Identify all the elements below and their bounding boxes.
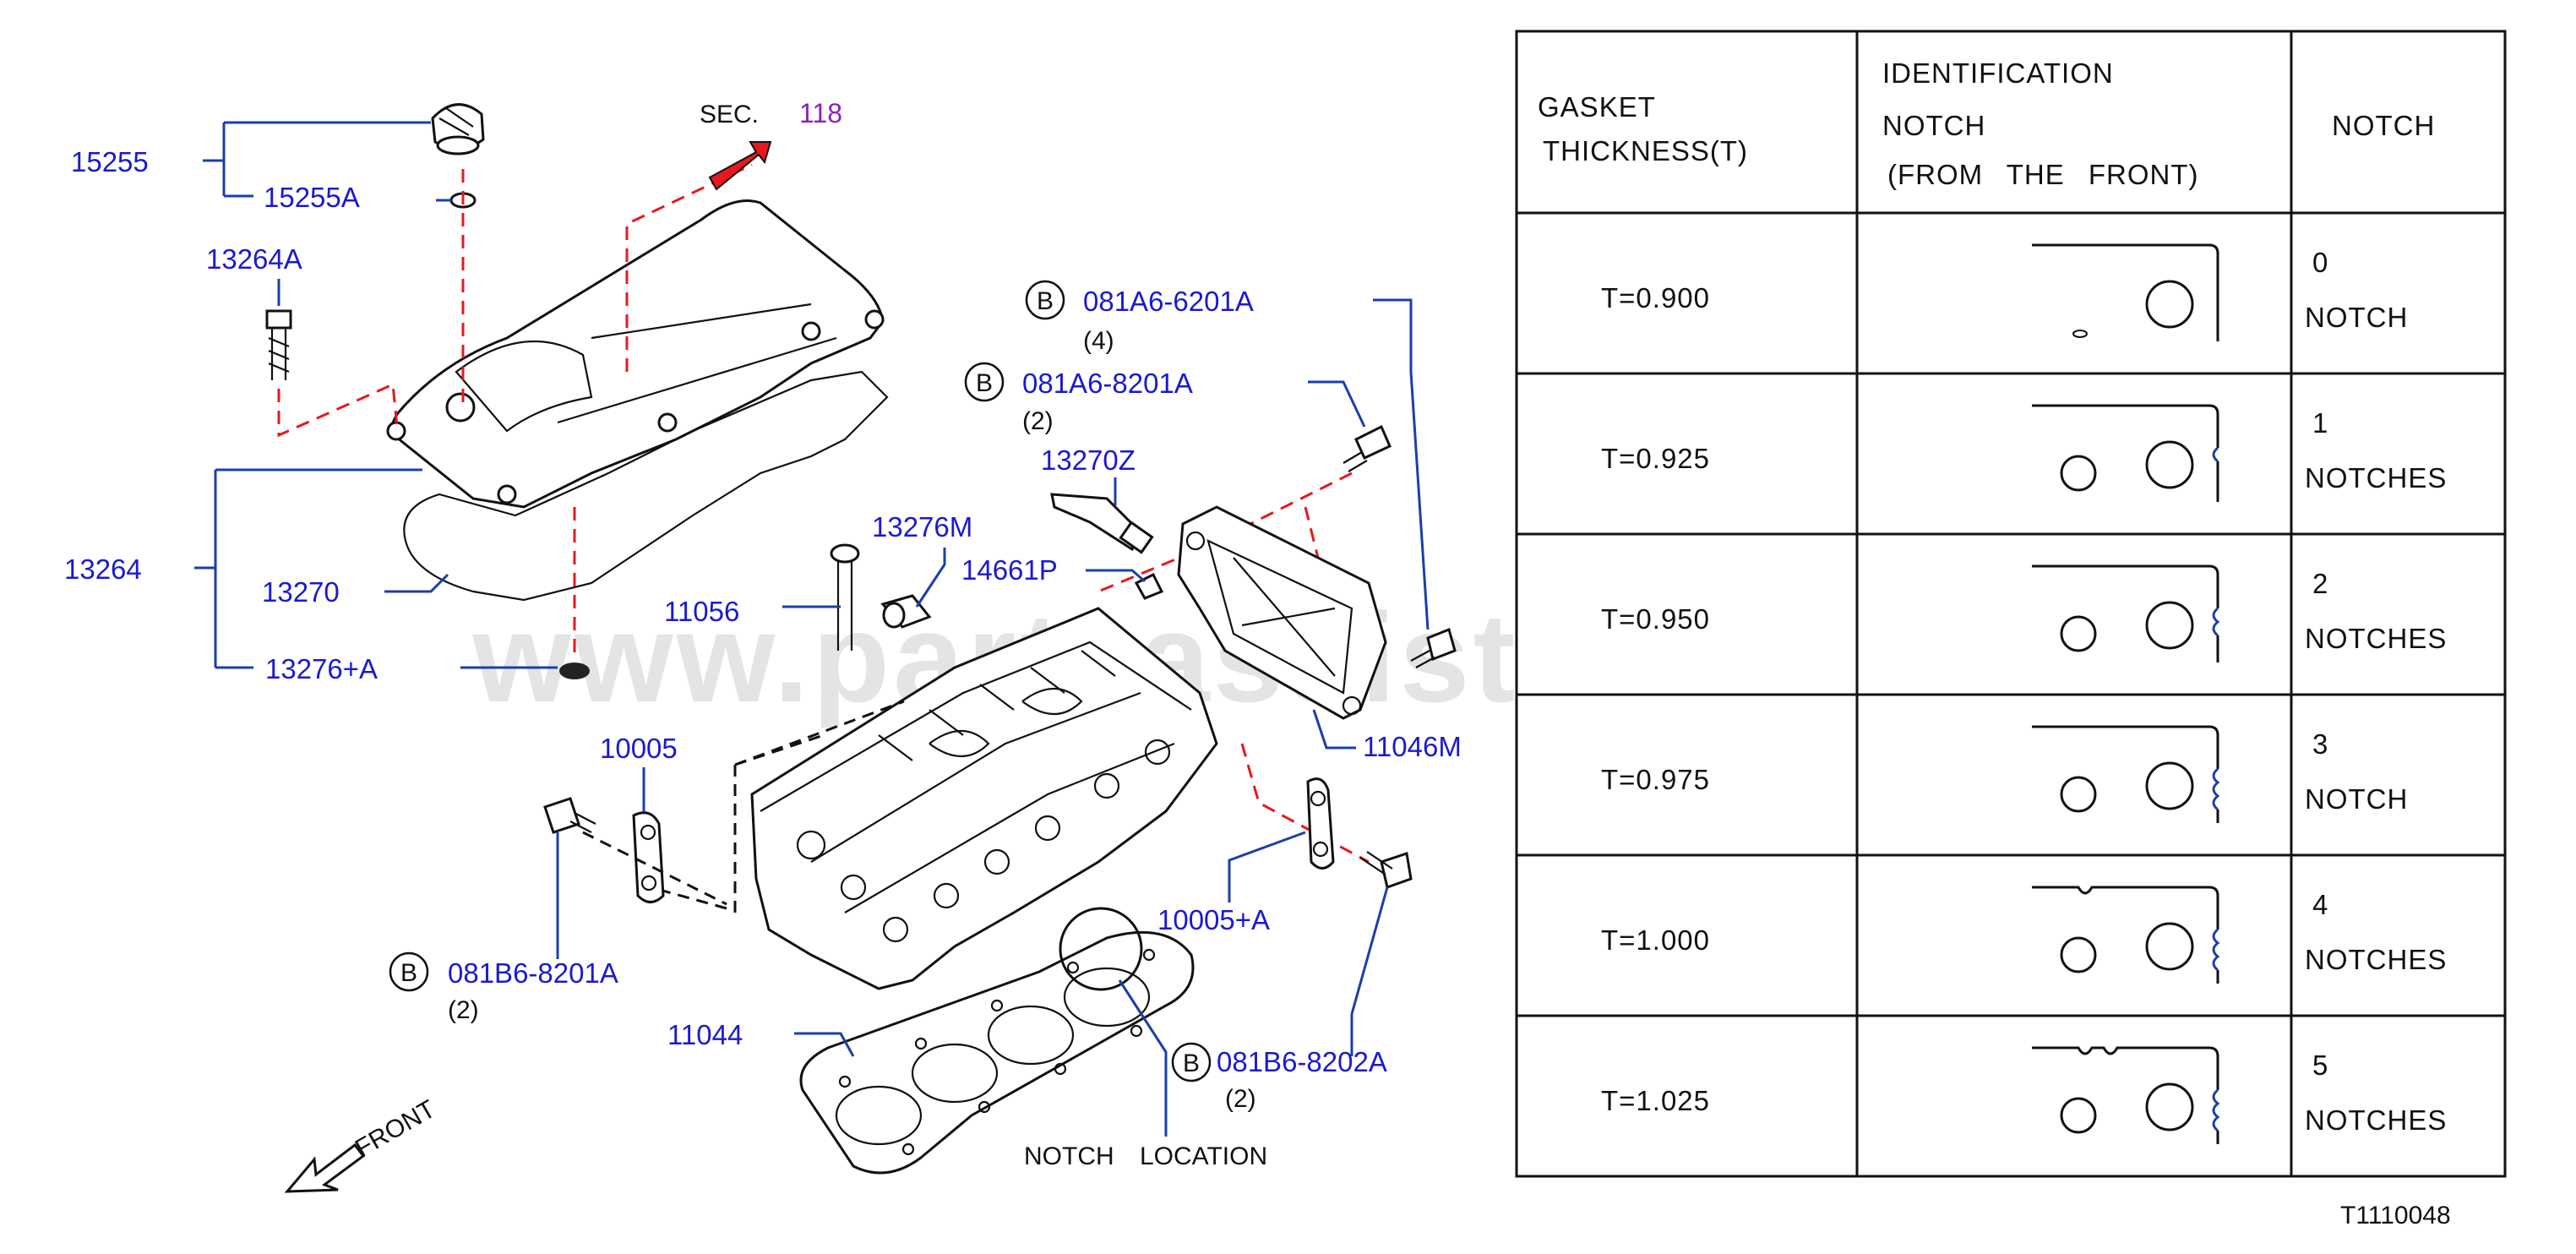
- qty-081b6-8202a: (2): [1225, 1085, 1256, 1113]
- notch-illustration: [2032, 886, 2220, 984]
- gasket-notch-table: GASKET THICKNESS(T) IDENTIFICATION NOTCH…: [1515, 30, 2507, 1178]
- head-gasket-11044: [799, 930, 1195, 1175]
- bolt-callout-081b6-8202a[interactable]: B 081B6-8202A (2): [1171, 1042, 1387, 1113]
- thickness-value: T=1.000: [1601, 924, 1710, 956]
- header-from-the-front: (FROM THE FRONT): [1887, 159, 2199, 190]
- notch-count-unit: NOTCHES: [2305, 944, 2447, 975]
- section-prefix: SEC.: [700, 101, 759, 128]
- notch-illustration: [2032, 404, 2219, 502]
- label-15255[interactable]: 15255: [71, 146, 149, 177]
- notch-count-unit: NOTCHES: [2305, 1104, 2447, 1136]
- label-11044[interactable]: 11044: [667, 1019, 743, 1050]
- qty-081a6-8201a: (2): [1022, 407, 1054, 435]
- label-11046m[interactable]: 11046M: [1363, 731, 1462, 762]
- thickness-value: T=1.025: [1601, 1085, 1710, 1116]
- notch-count-unit: NOTCH: [2305, 783, 2408, 815]
- sensor-13270z: [1050, 493, 1154, 554]
- bracket-11046m: [1177, 505, 1387, 720]
- label-10005[interactable]: 10005: [600, 733, 678, 764]
- label-11056[interactable]: 11056: [664, 596, 739, 627]
- label-13264a[interactable]: 13264A: [206, 243, 302, 275]
- notch-count: 3: [2312, 728, 2328, 760]
- front-label: FRONT: [351, 1095, 440, 1163]
- rocker-cover-gasket: [403, 370, 889, 602]
- header-thickness: THICKNESS(T): [1543, 135, 1748, 166]
- notch-count: 0: [2312, 247, 2328, 278]
- label-10005a[interactable]: 10005+A: [1157, 904, 1270, 935]
- gasket-10005: [632, 811, 665, 903]
- bolt-081a6-8201a: [1342, 424, 1391, 472]
- bolt-symbol: B: [400, 959, 417, 987]
- label-15255a[interactable]: 15255A: [264, 182, 360, 213]
- label-081a6-6201a[interactable]: 081A6-6201A: [1083, 286, 1254, 317]
- header-identification: IDENTIFICATION: [1882, 57, 2114, 89]
- bolt-13264a: [265, 309, 292, 380]
- notch-illustration: [2032, 564, 2220, 662]
- front-arrow-icon: [284, 1142, 366, 1193]
- section-arrow-icon: [708, 141, 772, 191]
- notch-location-label: NOTCH LOCATION: [1024, 1142, 1267, 1170]
- qty-081a6-6201a: (4): [1083, 327, 1114, 355]
- header-gasket: GASKET: [1538, 91, 1656, 123]
- notch-illustration: [2032, 725, 2220, 823]
- bolt-callout-081a6-6201a[interactable]: B 081A6-6201A (4): [1025, 280, 1254, 355]
- bolt-081a6-6201a: [1410, 627, 1457, 668]
- notch-location-circle: [1059, 907, 1143, 991]
- notch-illustration: [2032, 1046, 2220, 1144]
- notch-count: 2: [2312, 568, 2328, 599]
- label-13264[interactable]: 13264: [64, 553, 142, 585]
- label-13276m[interactable]: 13276M: [872, 511, 972, 542]
- rocker-cover: [386, 199, 885, 509]
- thickness-value: T=0.925: [1601, 443, 1710, 474]
- label-081b6-8201a[interactable]: 081B6-8201A: [448, 957, 618, 989]
- qty-081b6-8201a: (2): [448, 996, 479, 1024]
- gasket-10005a: [1306, 777, 1335, 870]
- figure-id: T1110048: [2340, 1202, 2451, 1229]
- notch-count-unit: NOTCHES: [2305, 623, 2447, 654]
- bolt-callout-081b6-8201a[interactable]: B 081B6-8201A (2): [389, 951, 618, 1024]
- bolt-symbol: B: [1037, 287, 1054, 315]
- label-081a6-8201a[interactable]: 081A6-8201A: [1022, 368, 1193, 399]
- header-notch: NOTCH: [1882, 110, 1985, 141]
- label-081b6-8202a[interactable]: 081B6-8202A: [1217, 1046, 1387, 1077]
- notch-illustration: [2032, 243, 2219, 341]
- bolt-081b6-8201a: [543, 797, 596, 834]
- bolt-symbol: B: [976, 369, 993, 397]
- label-13270[interactable]: 13270: [262, 576, 340, 608]
- bolt-081b6-8202a: [1359, 851, 1413, 889]
- seal-13276a: [559, 662, 590, 679]
- thickness-value: T=0.950: [1601, 603, 1710, 635]
- bolt-symbol: B: [1183, 1050, 1200, 1077]
- oil-filler-cap: [431, 103, 485, 155]
- label-13270z[interactable]: 13270Z: [1041, 444, 1136, 476]
- section-number[interactable]: 118: [799, 98, 842, 128]
- thickness-value: T=0.975: [1601, 764, 1710, 795]
- notch-count: 1: [2312, 407, 2328, 439]
- notch-count-unit: NOTCH: [2305, 302, 2408, 333]
- label-13276a[interactable]: 13276+A: [265, 653, 378, 684]
- label-14661p[interactable]: 14661P: [961, 554, 1058, 586]
- bolt-callout-081a6-8201a[interactable]: B 081A6-8201A (2): [964, 362, 1193, 435]
- header-notch-count: NOTCH: [2332, 110, 2435, 141]
- notch-count: 4: [2312, 889, 2328, 920]
- notch-count: 5: [2312, 1050, 2328, 1081]
- cylinder-head: [750, 607, 1218, 990]
- thickness-value: T=0.900: [1601, 282, 1710, 314]
- notch-count-unit: NOTCHES: [2305, 462, 2447, 493]
